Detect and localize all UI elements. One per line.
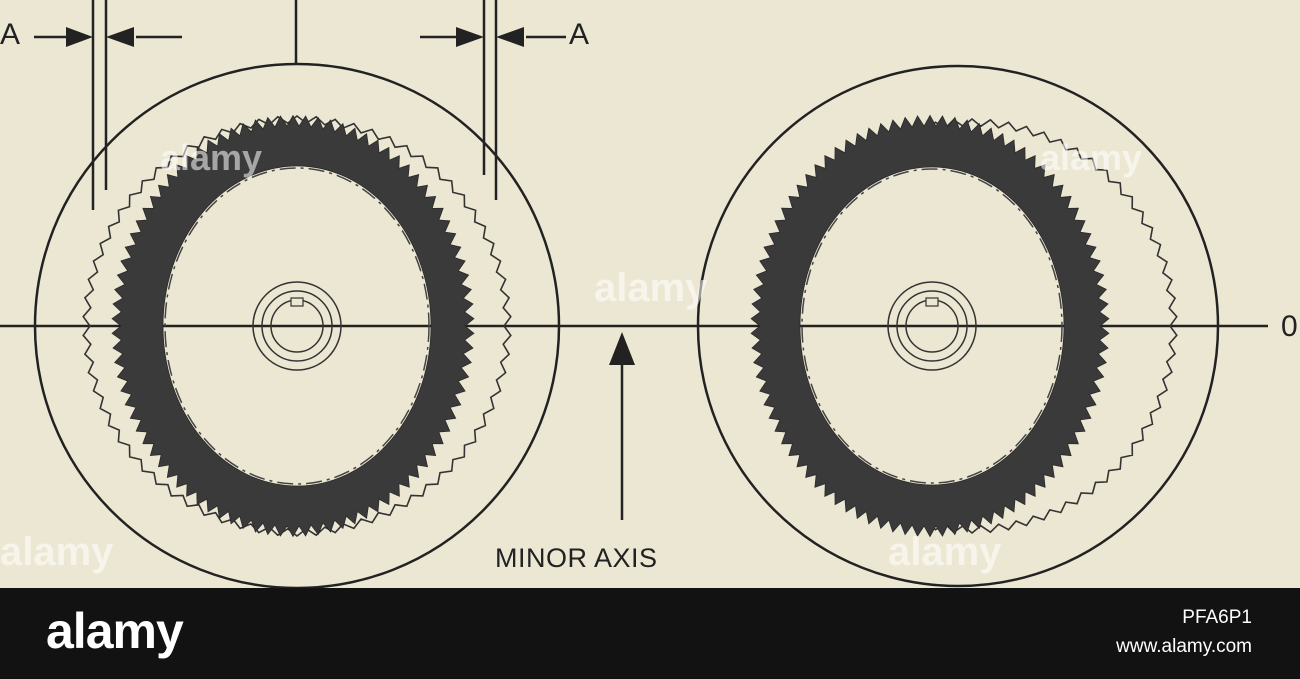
minor-axis-label: MINOR AXIS (495, 543, 658, 573)
left-elliptical-gear (111, 114, 475, 538)
watermark-upper-right: alamy (1040, 137, 1143, 178)
left-hub-keyway (290, 297, 304, 307)
right-hub-ring-middle (896, 290, 968, 362)
left-hub-ring-outer (252, 281, 342, 371)
axis-label-0: 0 (1281, 310, 1298, 343)
watermark-upper-left: alamy (160, 137, 263, 178)
watermark-bottom-left: alamy (0, 530, 114, 574)
watermark-bottom-right: alamy (888, 530, 1002, 574)
minor-axis-arrow (609, 332, 635, 520)
watermark-center: alamy (594, 266, 708, 310)
dimension-a-left (34, 0, 182, 210)
dimension-label-a-left: A (0, 18, 21, 51)
right-outer-circle (696, 64, 1220, 588)
dimension-a-right (420, 0, 566, 200)
diagram: A A 0 MINOR AXIS alamy alamy alamy alamy… (0, 0, 1298, 588)
right-inner-ellipse (801, 168, 1063, 484)
alamy-logo: alamy (46, 603, 184, 659)
left-flexspline-outline (82, 114, 512, 538)
left-inner-ellipse (164, 167, 430, 485)
site-url: www.alamy.com (1116, 636, 1252, 657)
image-id: PFA6P1 (1182, 607, 1252, 628)
right-hub-ring-outer (887, 281, 977, 371)
dimension-label-a-right: A (569, 18, 590, 51)
right-gear-assembly (696, 64, 1220, 588)
left-hub-ring-middle (261, 290, 333, 362)
right-elliptical-gear (750, 114, 1110, 538)
right-hub-keyway (925, 297, 939, 307)
footer-bar: alamy PFA6P1 www.alamy.com (0, 588, 1300, 679)
gear-diagram-svg (0, 0, 1268, 588)
